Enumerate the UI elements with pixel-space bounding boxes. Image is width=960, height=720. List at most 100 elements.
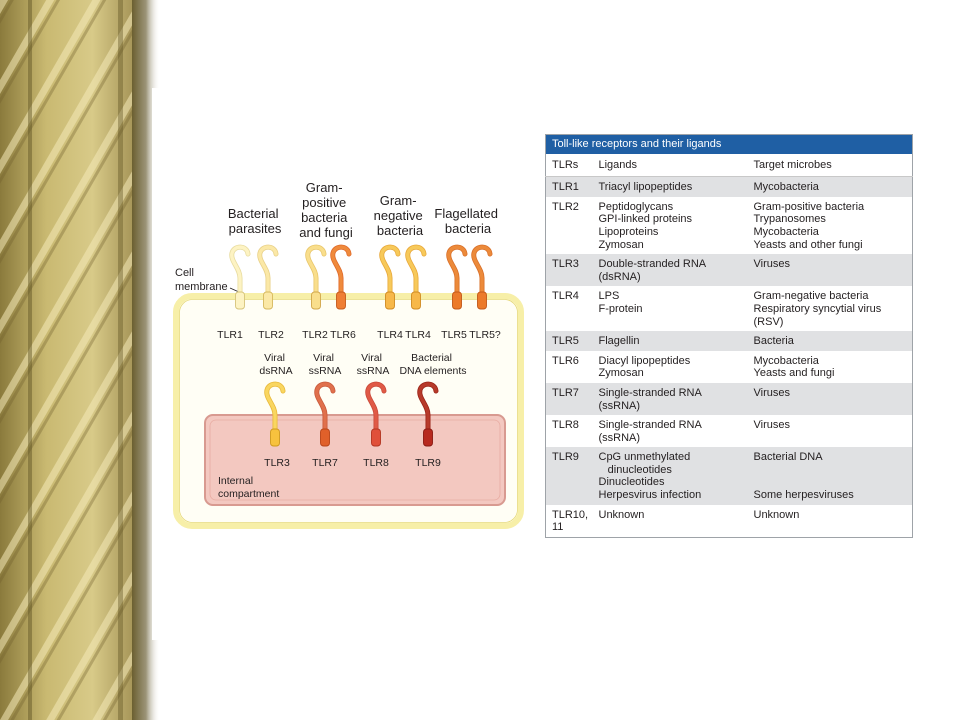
tlr-cell: TLR10,11 bbox=[546, 505, 593, 538]
cell-line: TLR4 bbox=[552, 290, 579, 303]
ligand-label-viral-ssrna: Viral ssRNA bbox=[309, 352, 342, 377]
tlr-cell: TLR9 bbox=[545, 447, 593, 505]
cell-line: Unknown bbox=[598, 508, 645, 521]
tlr-cell: TLR2 bbox=[546, 197, 593, 254]
targets-cell: Viruses bbox=[747, 382, 913, 416]
tlr-label: TLR5 bbox=[441, 329, 467, 341]
tlr-label: TLR6 bbox=[330, 329, 356, 341]
table-header-row: TLRs Ligands Target microbes bbox=[545, 153, 913, 178]
cell-line: Yeasts and other fungi bbox=[753, 238, 863, 251]
cell-line: Mycobacteria bbox=[753, 225, 819, 238]
cell-membrane-label: Cell membrane bbox=[175, 267, 228, 293]
ligands-cell: Single-stranded RNA(ssRNA) bbox=[592, 382, 748, 416]
cell-line: dinucleotides bbox=[598, 463, 672, 476]
column-header: Target microbes bbox=[747, 153, 913, 178]
tlr-label: TLR7 bbox=[312, 457, 338, 469]
cell-line: Lipoproteins bbox=[598, 225, 659, 238]
tlr5-question-receptor bbox=[471, 244, 493, 310]
targets-cell: Bacteria bbox=[747, 331, 913, 351]
cell-line: Trypanosomes bbox=[753, 213, 826, 226]
tlr-cell: TLR7 bbox=[545, 382, 593, 416]
tlr-cell: TLR3 bbox=[545, 254, 593, 287]
tlr-label: TLR8 bbox=[363, 457, 389, 469]
cell-line: Single-stranded RNA bbox=[598, 419, 702, 432]
group-label-gram-negative: Gram- negative bacteria bbox=[374, 193, 427, 238]
tlr-label: TLR4 bbox=[377, 329, 403, 341]
tlr-label: TLR2 bbox=[258, 329, 284, 341]
ligands-cell: Double-stranded RNA(dsRNA) bbox=[592, 254, 748, 287]
cell-line: TLR10, bbox=[552, 508, 589, 521]
cell-line: Respiratory syncytial virus bbox=[753, 302, 882, 315]
tlr1-receptor bbox=[229, 244, 251, 310]
cell-line: (dsRNA) bbox=[598, 270, 641, 283]
tlr-ligand-table: Toll-like receptors and their ligands TL… bbox=[545, 134, 914, 538]
cell-line: Triacyl lipopeptides bbox=[598, 181, 693, 194]
cell-line: Viruses bbox=[753, 258, 790, 271]
cell-line: Dinucleotides bbox=[598, 476, 665, 489]
cell-line: Some herpesviruses bbox=[753, 489, 854, 502]
tlr-label: TLR1 bbox=[217, 329, 243, 341]
tlr-cell: TLR1 bbox=[545, 176, 593, 197]
tlr3-receptor bbox=[264, 381, 286, 447]
targets-cell: Viruses bbox=[748, 415, 913, 447]
ligands-cell: Triacyl lipopeptides bbox=[592, 176, 748, 197]
table-title-row: Toll-like receptors and their ligands bbox=[545, 134, 913, 154]
table-row: TLR5 Flagellin Bacteria bbox=[545, 331, 913, 351]
cell-line: (ssRNA) bbox=[598, 431, 641, 444]
tlr7-receptor bbox=[314, 381, 336, 447]
tlr5-receptor bbox=[446, 244, 468, 310]
group-label-bacterial-parasites: Bacterial parasites bbox=[228, 206, 282, 236]
ligands-cell: Single-stranded RNA(ssRNA) bbox=[593, 415, 748, 447]
cell-line: Gram-positive bacteria bbox=[753, 200, 865, 213]
cell-line: GPI-linked proteins bbox=[598, 213, 693, 226]
tlr2-receptor bbox=[257, 244, 279, 310]
cell-membrane-inner-edge bbox=[179, 299, 518, 523]
cell-line: (ssRNA) bbox=[598, 399, 641, 412]
tlr4-receptor-b bbox=[405, 244, 427, 310]
internal-compartment-inner-edge bbox=[209, 419, 501, 501]
tlr-label: TLR5? bbox=[469, 329, 501, 341]
ligands-cell: Flagellin bbox=[592, 331, 748, 351]
cell-line: CpG unmethylated bbox=[598, 451, 691, 464]
tlr8-receptor bbox=[365, 381, 387, 447]
table-row: TLR3 Double-stranded RNA(dsRNA) Viruses bbox=[545, 254, 913, 287]
cell-line: Zymosan bbox=[598, 238, 644, 251]
cell-line: Yeasts and fungi bbox=[753, 367, 835, 380]
targets-cell: Viruses bbox=[747, 254, 913, 287]
cell-line: Herpesvirus infection bbox=[598, 489, 702, 502]
cell-line: Peptidoglycans bbox=[598, 200, 674, 213]
tlr9-receptor bbox=[417, 381, 439, 447]
cell-line: 11 bbox=[552, 521, 564, 534]
cell-line: TLR2 bbox=[552, 200, 579, 213]
cell-line: F-protein bbox=[598, 302, 643, 315]
cell-line: TLR3 bbox=[552, 258, 579, 271]
cell-line: TLR5 bbox=[552, 335, 579, 348]
cell-line: Viruses bbox=[753, 386, 790, 399]
group-label-gram-positive: Gram- positive bacteria and fungi bbox=[299, 180, 353, 240]
group-label-flagellated: Flagellated bacteria bbox=[434, 206, 501, 236]
tlr6-receptor bbox=[330, 244, 352, 310]
tlr-cell: TLR5 bbox=[545, 331, 593, 351]
targets-cell: Mycobacteria bbox=[747, 176, 913, 197]
cell-line: Mycobacteria bbox=[753, 354, 819, 367]
decorative-gold-column bbox=[0, 0, 160, 720]
tlr4-receptor-a bbox=[379, 244, 401, 310]
cell-line: Viruses bbox=[753, 419, 790, 432]
tlr-cell: TLR8 bbox=[546, 415, 593, 447]
cell-line: Flagellin bbox=[598, 335, 640, 348]
cell-line: Bacteria bbox=[753, 335, 794, 348]
internal-compartment-label: Internal compartment bbox=[218, 475, 279, 500]
cell-line: TLR6 bbox=[552, 354, 579, 367]
